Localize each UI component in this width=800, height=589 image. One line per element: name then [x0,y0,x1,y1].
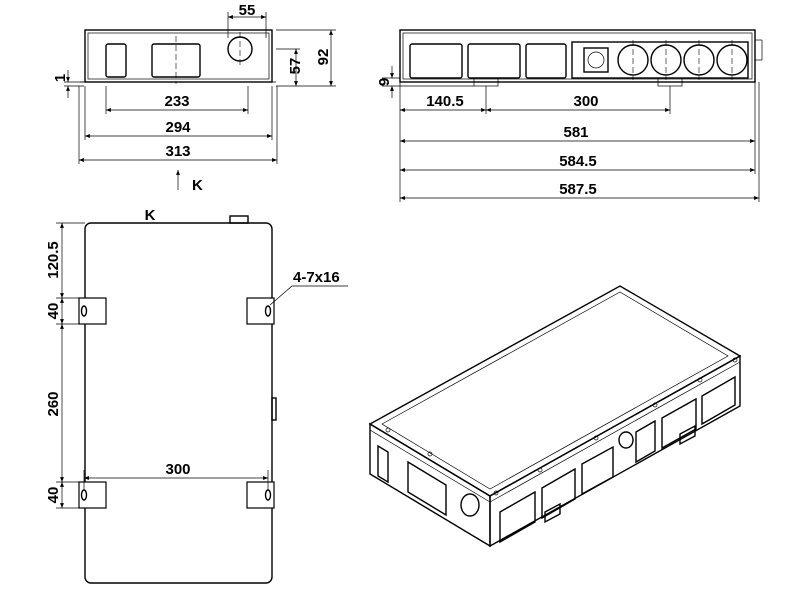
dim-side-587: 587.5 [559,181,597,198]
mounting-tab-top-right [246,297,275,325]
dim-front-233: 233 [164,93,189,110]
dim-front-313: 313 [165,143,190,160]
isometric-view [368,285,742,548]
dim-front-57: 57 [287,58,304,75]
front-view [64,12,336,164]
plan-view [56,215,348,584]
arrow-label-k: K [192,177,203,194]
dim-side-584: 584.5 [559,153,597,170]
dim-plan-120: 120.5 [45,241,62,279]
hole-callout: 4-7x16 [293,269,340,286]
dim-side-300: 300 [573,93,598,110]
dim-side-581: 581 [563,124,588,141]
dim-front-55: 55 [239,2,256,19]
mounting-tab-bottom-right [246,481,275,509]
dim-front-294: 294 [165,119,191,136]
dim-side-140: 140.5 [426,93,464,110]
dim-plan-40-top: 40 [45,303,62,320]
side-view [382,29,763,202]
mounting-tab-top-left [78,297,107,325]
dim-front-92: 92 [315,49,332,66]
view-label-k: K [145,207,156,224]
dim-side-9: 9 [376,78,393,86]
dim-front-1: 1 [52,74,69,82]
dim-plan-260: 260 [45,391,62,416]
dim-plan-40-bottom: 40 [45,487,62,504]
dim-plan-300: 300 [165,461,190,478]
mounting-tab-bottom-left [78,481,107,509]
